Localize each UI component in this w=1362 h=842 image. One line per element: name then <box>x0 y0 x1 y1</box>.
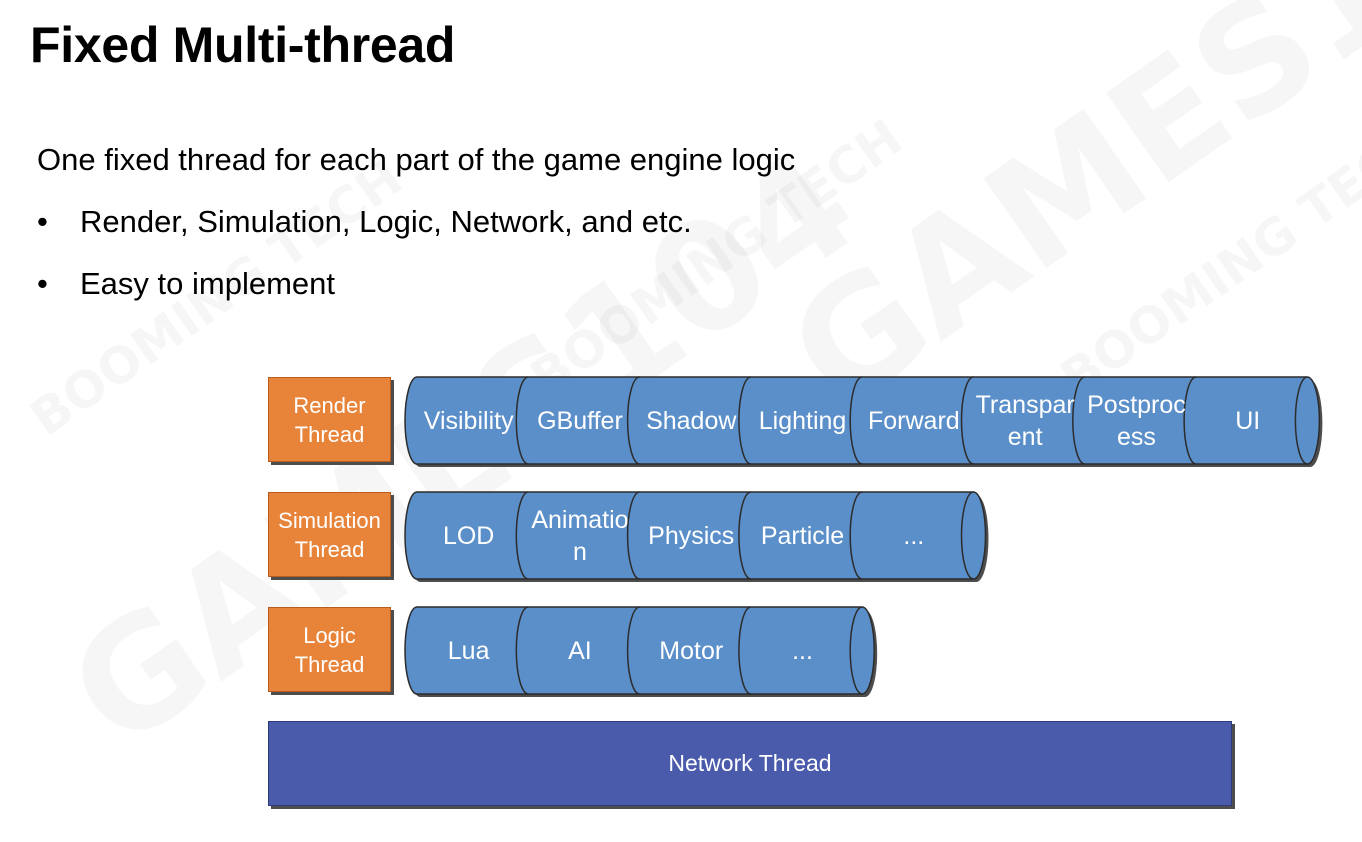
segment-divider <box>515 606 529 695</box>
segment-divider <box>738 491 752 580</box>
thread-task-segment: Motor <box>659 636 724 665</box>
segment-divider <box>738 376 752 465</box>
thread-task-segment: Lighting <box>758 406 847 435</box>
thread-task-segment: Forward <box>867 406 960 435</box>
thread-task-segment: UI <box>1235 406 1261 435</box>
bullet-icon: • <box>37 204 48 239</box>
thread-task-segment: ... <box>792 636 813 665</box>
segment-divider <box>960 376 974 465</box>
segment-divider <box>515 491 529 580</box>
thread-task-segment: Particle <box>760 521 845 550</box>
segment-divider <box>1294 376 1308 465</box>
segment-divider <box>738 606 752 695</box>
network-thread-bar: Network Thread <box>268 721 1232 806</box>
bullet-text: Render, Simulation, Logic, Network, and … <box>80 204 692 239</box>
thread-task-cylinder <box>404 491 989 582</box>
thread-task-segment: GBuffer <box>537 406 623 435</box>
thread-task-segment: LOD <box>442 521 495 550</box>
thread-task-segment: ... <box>903 521 925 550</box>
thread-task-cylinder <box>404 376 1323 467</box>
bullet-icon: • <box>37 266 48 301</box>
thread-task-segment: Shadow <box>646 406 737 435</box>
segment-divider <box>1072 376 1085 465</box>
segment-divider <box>849 491 863 580</box>
thread-task-segment: AI <box>568 636 592 665</box>
bullet-text: Easy to implement <box>80 266 335 301</box>
segment-divider <box>515 376 529 465</box>
thread-task-cylinder <box>404 606 878 697</box>
thread-task-segment: Physics <box>648 521 735 550</box>
segment-divider <box>849 376 863 465</box>
segment-divider <box>1183 376 1197 465</box>
thread-task-segment: Visibility <box>423 406 514 435</box>
slide-title: Fixed Multi-thread <box>30 17 456 73</box>
thread-task-segment: Lua <box>447 636 490 665</box>
segment-divider <box>960 491 974 580</box>
segment-divider <box>849 606 863 695</box>
watermark: BOOMING TECH <box>1050 108 1362 407</box>
segment-divider <box>626 606 640 695</box>
segment-divider <box>626 376 640 465</box>
network-thread-label: Network Thread <box>668 750 832 776</box>
segment-divider <box>626 491 640 580</box>
intro-text: One fixed thread for each part of the ga… <box>37 142 796 177</box>
